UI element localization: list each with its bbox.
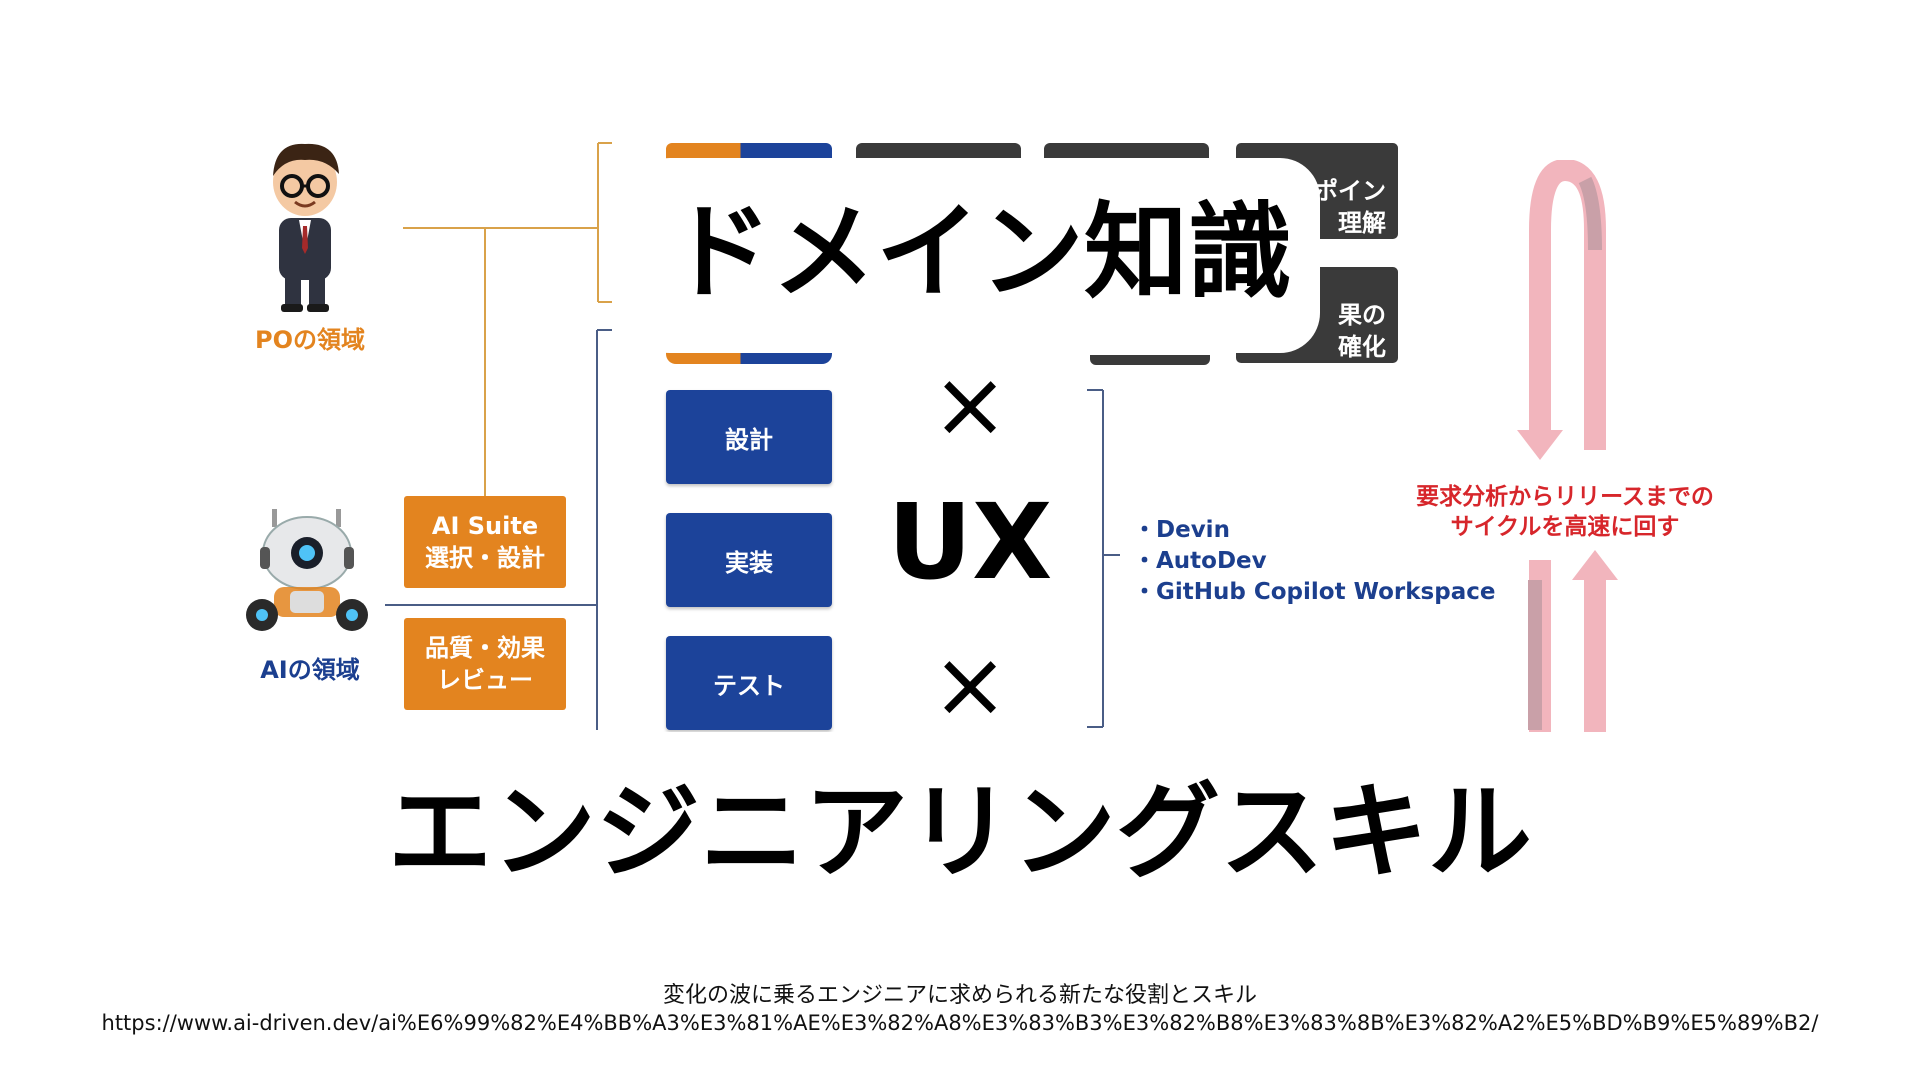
source-url[interactable]: https://www.ai-driven.dev/ai%E6%99%82%E4… [101,1011,1819,1035]
headline-domain-knowledge: ドメイン知識 [667,191,1292,313]
ai-robot-icon [246,509,368,631]
headline-engineering-skill: エンジニアリングスキル [387,771,1532,893]
headline-times-1: × [931,351,1009,458]
tool-devin: ・Devin [1133,517,1230,543]
process-design-box: 設計 [666,390,832,484]
quality-review-box: 品質・効果 レビュー [404,618,566,710]
tool-copilot-workspace: ・GitHub Copilot Workspace [1133,579,1496,605]
gray-box-partial-3 [1090,355,1210,365]
headline-callout-middle [855,355,1080,730]
tool-autodev: ・AutoDev [1133,548,1267,574]
headline-callout-top [630,158,1320,353]
po-character-icon [273,143,339,312]
po-area-label: POの領域 [255,326,365,354]
headline-ux: UX [887,481,1053,603]
process-implement-box: 実装 [666,513,832,607]
ai-tools-list: ・Devin ・AutoDev ・GitHub Copilot Workspac… [1133,515,1495,608]
cycle-caption: 要求分析からリリースまでの サイクルを高速に回す [1416,484,1714,540]
headline-times-2: × [931,631,1009,738]
source-title: 変化の波に乗るエンジニアに求められる新たな役割とスキル [662,983,1257,1008]
ai-area-label: AIの領域 [260,656,360,684]
process-test-box: テスト [666,636,832,730]
ai-suite-box: AI Suite 選択・設計 [404,496,566,588]
bottom-white-area [0,732,1920,1080]
